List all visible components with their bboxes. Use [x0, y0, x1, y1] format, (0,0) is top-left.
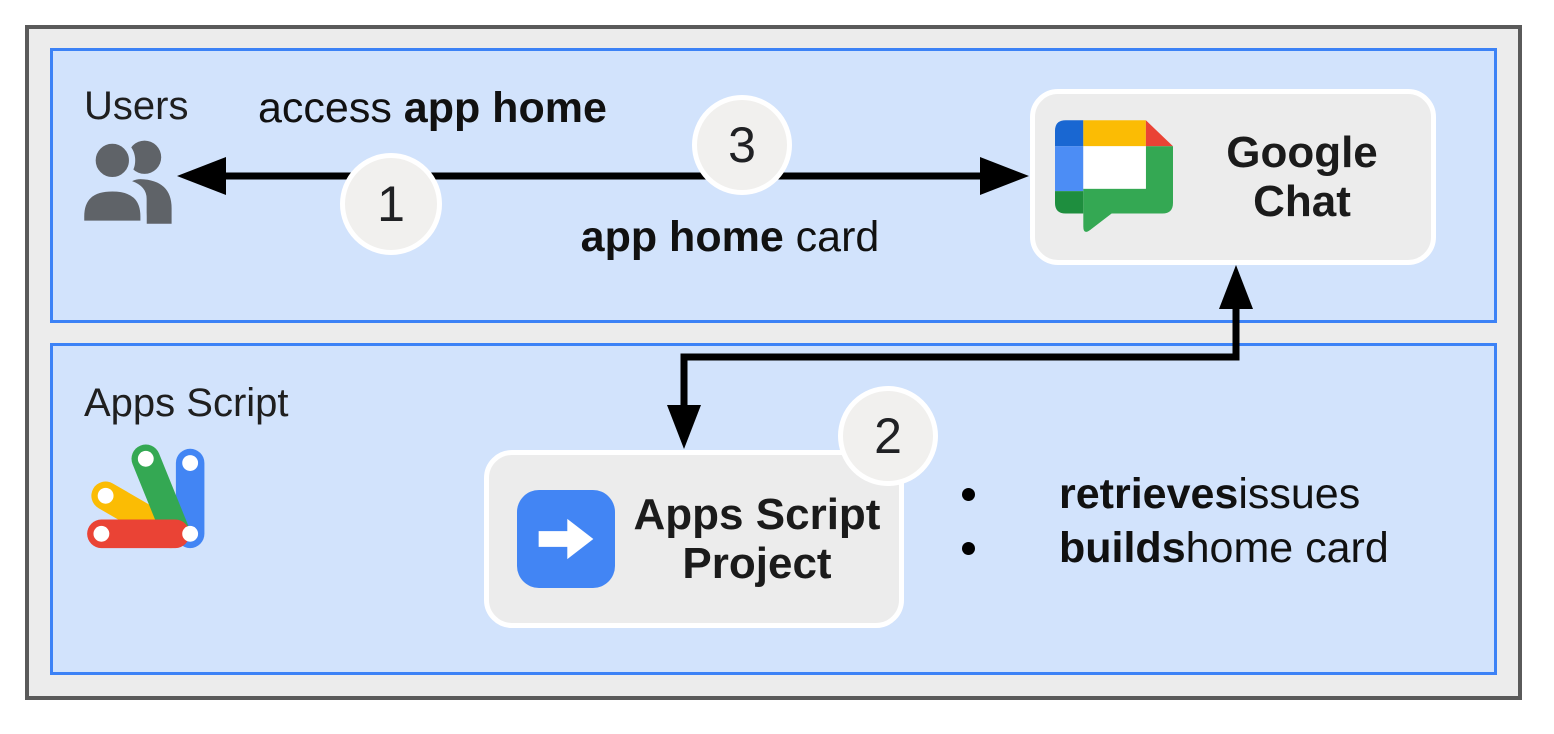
- bullet-dot: [962, 541, 975, 555]
- apps-script-project-title: Apps Script Project: [615, 490, 899, 589]
- edge-label-app-home-card: app home card: [540, 213, 920, 262]
- apps-script-icon: [87, 444, 205, 549]
- users-panel-label: Users: [84, 84, 189, 128]
- edge-label-card-bold: app home: [580, 213, 784, 261]
- edge-label-access-bold: app home: [403, 84, 607, 132]
- step-2-number: 2: [874, 408, 902, 464]
- project-title-line2: Project: [682, 539, 832, 588]
- google-chat-title-line2: Chat: [1253, 177, 1351, 226]
- step-3-number: 3: [728, 117, 756, 173]
- edge-label-card-normal: card: [783, 213, 880, 261]
- project-arrow-icon: [517, 490, 615, 588]
- edge-label-access-app-home: access app home: [258, 84, 607, 133]
- step-circle-2: 2: [838, 386, 938, 486]
- bullet-1-bold: retrieves: [1059, 469, 1239, 518]
- bullet-2-normal: home card: [1185, 523, 1389, 572]
- step-1-number: 1: [377, 176, 405, 232]
- bullet-1-normal: issues: [1238, 469, 1361, 518]
- bullet-item-builds: builds home card: [962, 523, 1389, 572]
- bullet-item-retrieves: retrieves issues: [962, 469, 1361, 518]
- project-title-line1: Apps Script: [633, 489, 881, 539]
- google-chat-card: Google Chat: [1030, 89, 1436, 265]
- google-chat-icon: [1055, 119, 1173, 232]
- bullet-dot: [962, 487, 975, 501]
- google-chat-title-line1: Google: [1226, 127, 1378, 177]
- apps-script-project-card: Apps Script Project: [484, 450, 904, 628]
- apps-script-panel-label: Apps Script: [84, 381, 289, 425]
- edge-label-access-normal: access: [258, 84, 404, 132]
- step-circle-1: 1: [340, 153, 442, 255]
- google-chat-title: Google Chat: [1173, 128, 1431, 227]
- users-icon: [78, 137, 172, 224]
- bullet-2-bold: builds: [1059, 523, 1186, 572]
- step-circle-3: 3: [692, 95, 792, 195]
